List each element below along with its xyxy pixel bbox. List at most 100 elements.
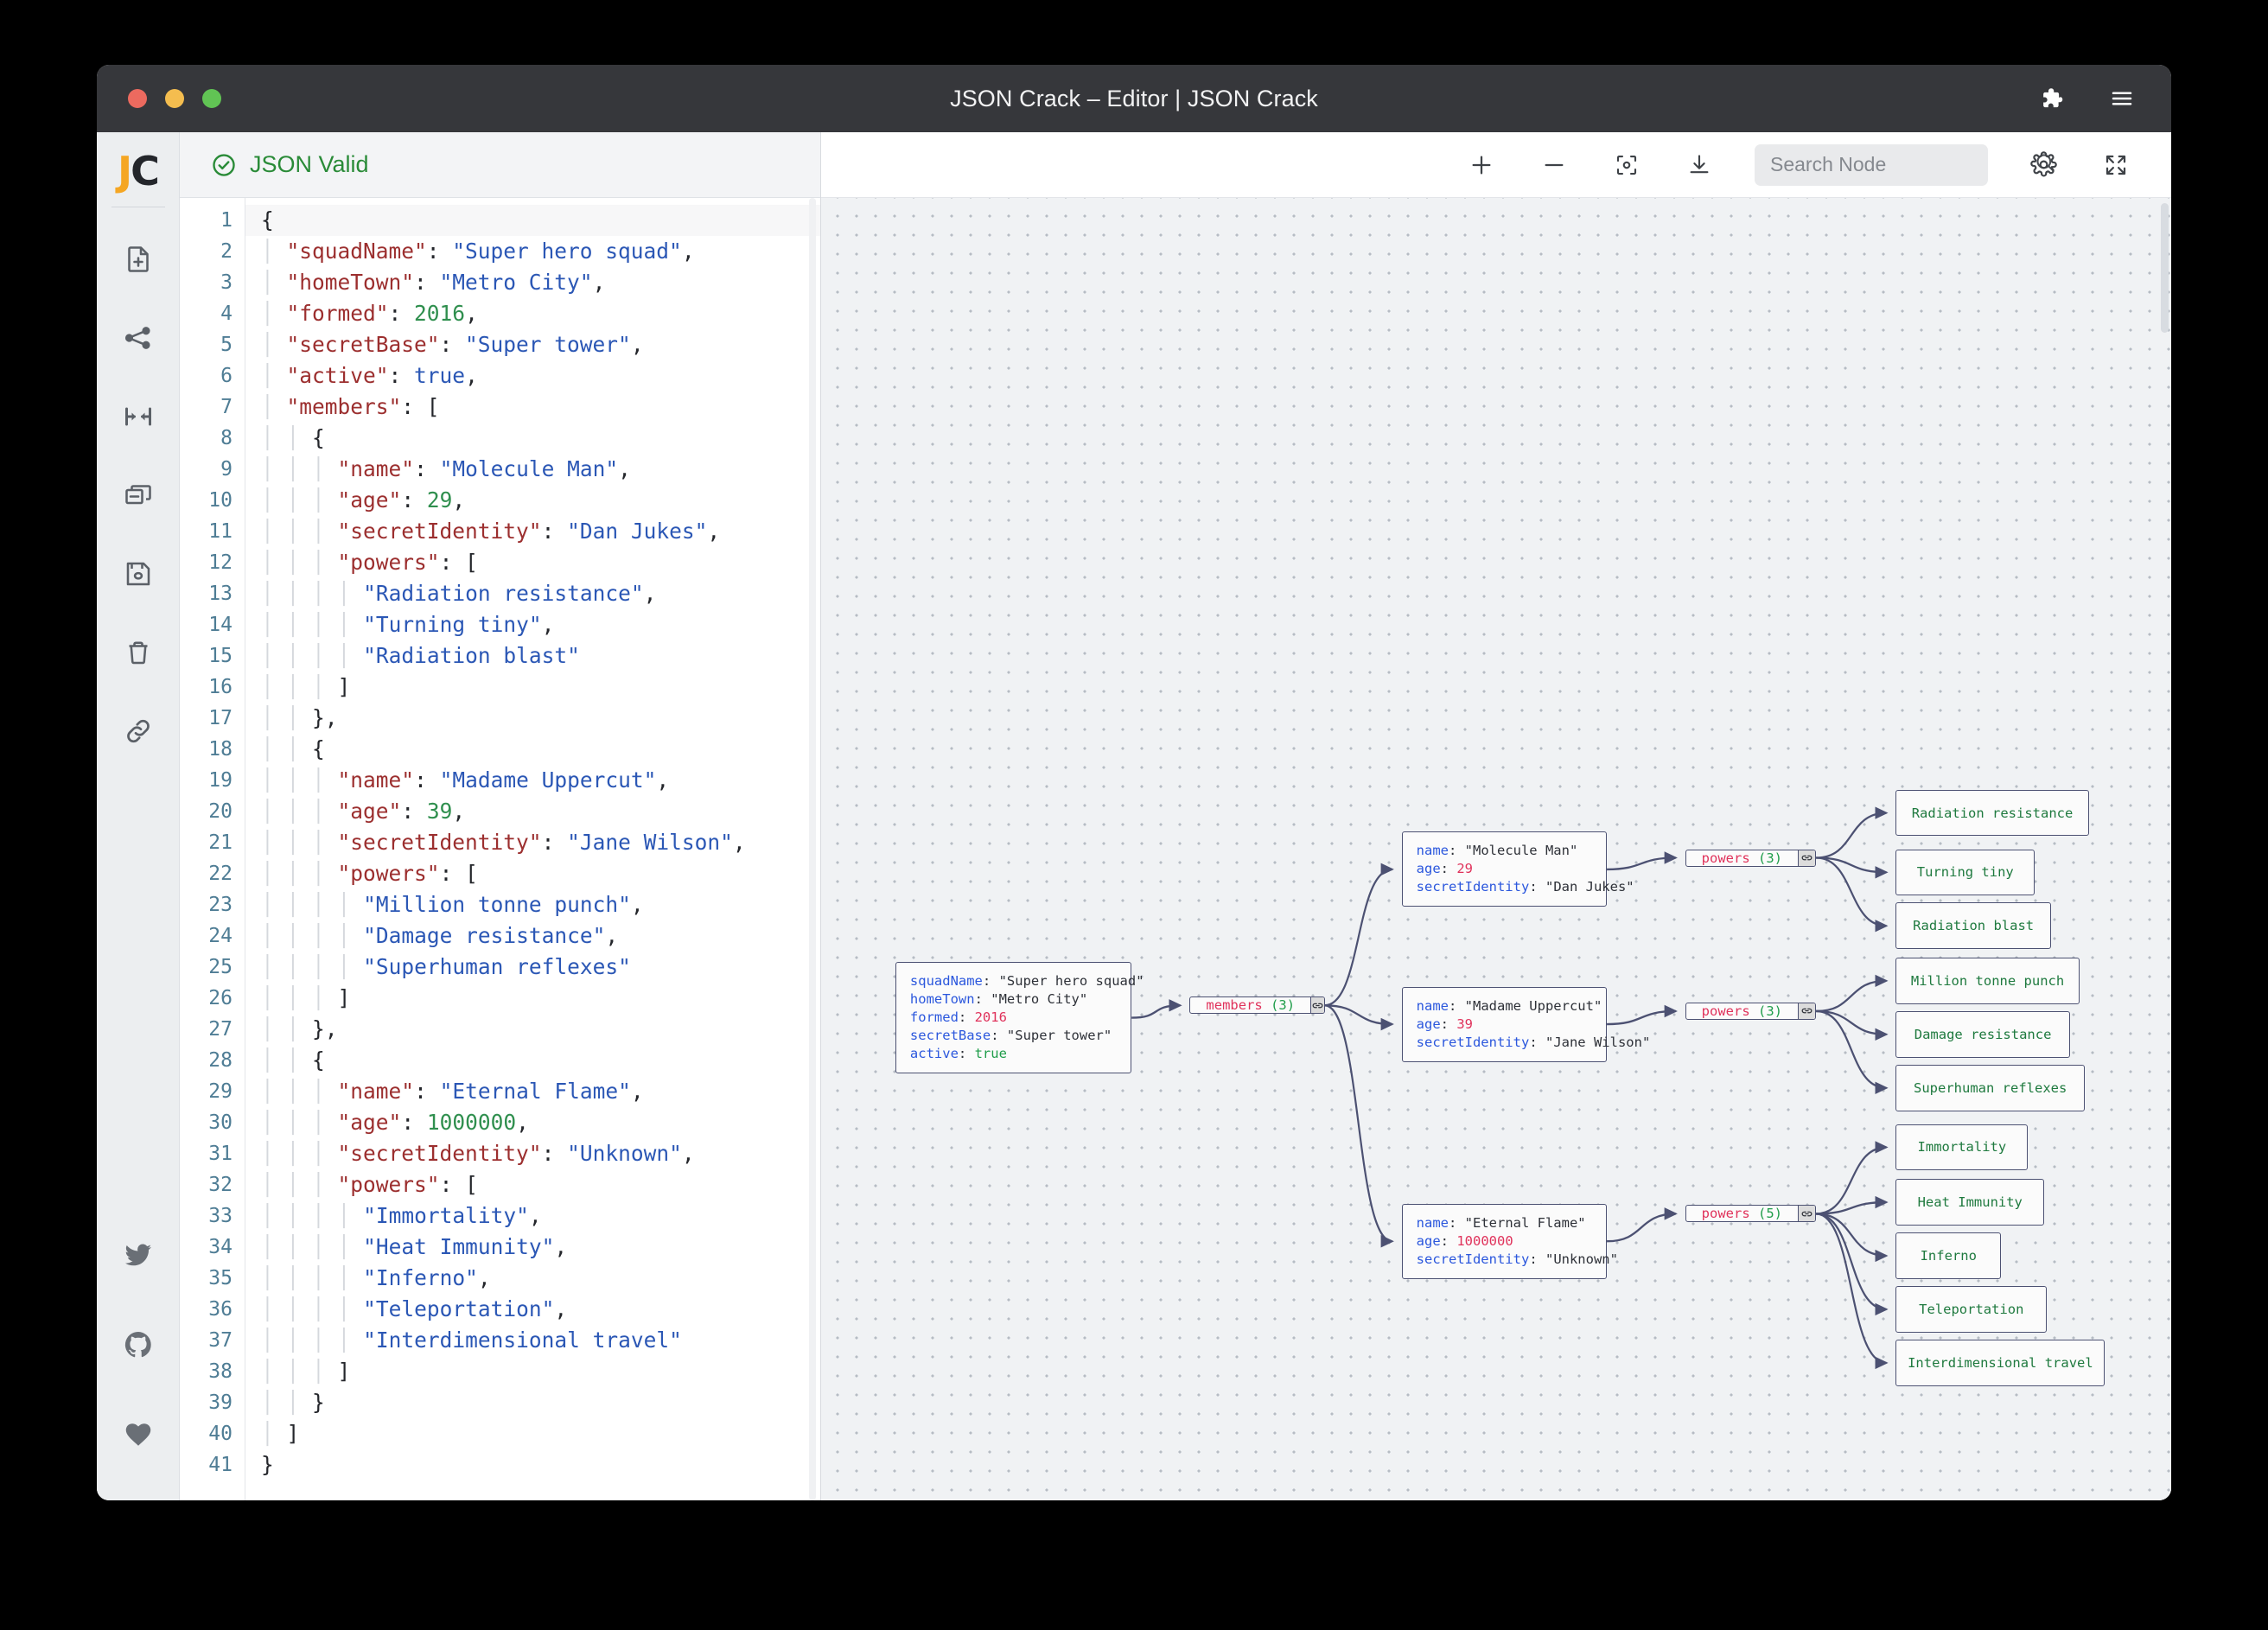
graph-leaf-node[interactable]: Heat Immunity	[1895, 1179, 2045, 1226]
graph-array-node[interactable]: powers (3)	[1685, 849, 1817, 867]
code-line[interactable]: │ │ │ "powers": [	[261, 1172, 478, 1197]
code-line[interactable]: │ "secretBase": "Super tower",	[261, 332, 644, 357]
maximize-window-button[interactable]	[202, 89, 221, 108]
gear-icon[interactable]	[2026, 148, 2061, 182]
code-line[interactable]: │ "squadName": "Super hero squad",	[261, 239, 695, 264]
github-icon[interactable]	[97, 1300, 180, 1390]
code-line[interactable]: │ │ │ │ "Immortality",	[261, 1203, 542, 1228]
graph-edge	[1607, 851, 1678, 871]
graph-leaf-node[interactable]: Turning tiny	[1895, 849, 2035, 896]
graph-leaf-node[interactable]: Teleportation	[1895, 1286, 2048, 1333]
code-line[interactable]: │ │ │ "secretIdentity": "Dan Jukes",	[261, 519, 721, 544]
code-line[interactable]: │ │ },	[261, 705, 338, 730]
copy-link-icon[interactable]	[97, 691, 180, 770]
code-line[interactable]: │ │ │ "powers": [	[261, 550, 478, 575]
save-file-icon[interactable]	[97, 534, 180, 613]
code-line[interactable]: │ "active": true,	[261, 363, 478, 388]
code-line[interactable]: │ │ │ "age": 39,	[261, 799, 466, 824]
download-icon[interactable]	[1682, 148, 1717, 182]
code-line[interactable]: │ │ {	[261, 1047, 325, 1073]
plus-icon[interactable]	[1464, 148, 1499, 182]
code-line[interactable]: │ │ │ │ "Inferno",	[261, 1265, 491, 1290]
code-line[interactable]: │ │ │ ]	[261, 1359, 351, 1384]
minus-icon[interactable]	[1537, 148, 1571, 182]
code-line[interactable]: │ │ │ │ "Damage resistance",	[261, 923, 619, 948]
link-icon[interactable]	[1798, 1206, 1816, 1222]
code-line[interactable]: │ │ │ │ "Radiation resistance",	[261, 581, 657, 606]
link-icon[interactable]	[1798, 850, 1816, 866]
collapse-expand-icon[interactable]	[97, 377, 180, 455]
code-line[interactable]: │ │ │ "name": "Molecule Man",	[261, 456, 631, 481]
line-number: 19	[208, 769, 233, 792]
fullscreen-icon[interactable]	[2099, 148, 2133, 182]
code-line[interactable]: │ │ │ │ "Million tonne punch",	[261, 892, 644, 917]
graph-array-node[interactable]: powers (3)	[1685, 1002, 1817, 1020]
canvas-scrollbar[interactable]	[2161, 203, 2169, 333]
graph-canvas[interactable]: squadName: "Super hero squad"homeTown: "…	[821, 198, 2171, 1500]
code-line[interactable]: │ │ │ │ "Interdimensional travel"	[261, 1328, 682, 1353]
code-line[interactable]: │ │ },	[261, 1016, 338, 1041]
code-line[interactable]: │ │ {	[261, 425, 325, 450]
code-line[interactable]: │ │ │ ]	[261, 674, 351, 699]
line-number: 34	[208, 1236, 233, 1258]
code-line[interactable]: │ │ │ "age": 1000000,	[261, 1110, 529, 1135]
share-graph-icon[interactable]	[97, 298, 180, 377]
line-number: 2	[220, 240, 233, 263]
code-line[interactable]: │ "members": [	[261, 394, 440, 419]
line-number: 31	[208, 1143, 233, 1165]
extension-puzzle-icon[interactable]	[2036, 84, 2066, 113]
graph-leaf-node[interactable]: Immortality	[1895, 1124, 2029, 1171]
search-node-box[interactable]	[1755, 143, 2055, 186]
search-input[interactable]	[1770, 153, 2026, 176]
code-line[interactable]: │ │ │ "name": "Madame Uppercut",	[261, 767, 670, 793]
code-line[interactable]: }	[261, 1452, 274, 1477]
new-document-icon[interactable]	[97, 220, 180, 298]
center-focus-icon[interactable]	[1609, 148, 1644, 182]
graph-leaf-node[interactable]: Million tonne punch	[1895, 958, 2080, 1004]
code-line[interactable]: │ │ │ "age": 29,	[261, 487, 466, 513]
editor-scrollbar-thumb[interactable]	[809, 198, 816, 1500]
code-line[interactable]: │ │ │ │ "Radiation blast"	[261, 643, 580, 668]
code-line[interactable]: │ │ │ "secretIdentity": "Unknown",	[261, 1141, 695, 1166]
graph-object-node[interactable]: squadName: "Super hero squad"homeTown: "…	[895, 962, 1144, 1074]
jsoncrack-logo[interactable]: JC	[118, 151, 160, 191]
code-line[interactable]: │ │ │ "secretIdentity": "Jane Wilson",	[261, 830, 746, 855]
editor-scrollbar[interactable]	[806, 198, 819, 1500]
graph-leaf-node[interactable]: Damage resistance	[1895, 1011, 2070, 1058]
code-line[interactable]: │ │ }	[261, 1390, 325, 1415]
leaf-node-text: Radiation resistance	[1911, 805, 2074, 821]
twitter-icon[interactable]	[97, 1210, 180, 1300]
link-icon[interactable]	[1310, 997, 1324, 1014]
graph-leaf-node[interactable]: Interdimensional travel	[1895, 1340, 2106, 1386]
code-line[interactable]: {	[245, 205, 820, 236]
graph-leaf-node[interactable]: Inferno	[1895, 1232, 2002, 1279]
close-window-button[interactable]	[128, 89, 147, 108]
code-line[interactable]: │ │ │ │ "Heat Immunity",	[261, 1234, 568, 1259]
code-line[interactable]: │ │ │ ]	[261, 985, 351, 1010]
code-line[interactable]: │ ]	[261, 1421, 300, 1446]
code-line[interactable]: │ │ │ "powers": [	[261, 861, 478, 886]
link-icon[interactable]	[1798, 1003, 1816, 1019]
code-line[interactable]: │ │ {	[261, 736, 325, 761]
sponsor-heart-icon[interactable]	[97, 1390, 180, 1480]
delete-trash-icon[interactable]	[97, 613, 180, 691]
minimize-window-button[interactable]	[165, 89, 184, 108]
duplicate-layers-icon[interactable]	[97, 455, 180, 534]
code-line[interactable]: │ │ │ "name": "Eternal Flame",	[261, 1079, 644, 1104]
graph-array-node[interactable]: members (3)	[1189, 996, 1325, 1015]
code-line[interactable]: │ │ │ │ "Superhuman reflexes"	[261, 954, 631, 979]
graph-leaf-node[interactable]: Superhuman reflexes	[1895, 1064, 2086, 1111]
code-line[interactable]: │ "formed": 2016,	[261, 301, 478, 326]
hamburger-menu-icon[interactable]	[2107, 84, 2137, 113]
graph-array-node[interactable]: powers (5)	[1685, 1205, 1817, 1223]
code-line[interactable]: │ "homeTown": "Metro City",	[261, 270, 606, 295]
code-content[interactable]: { │ "squadName": "Super hero squad", │ "ho…	[245, 198, 820, 1500]
code-line[interactable]: │ │ │ │ "Turning tiny",	[261, 612, 555, 637]
graph-leaf-node[interactable]: Radiation resistance	[1895, 789, 2089, 837]
code-line[interactable]: │ │ │ │ "Teleportation",	[261, 1296, 568, 1321]
graph-leaf-node[interactable]: Radiation blast	[1895, 902, 2051, 950]
